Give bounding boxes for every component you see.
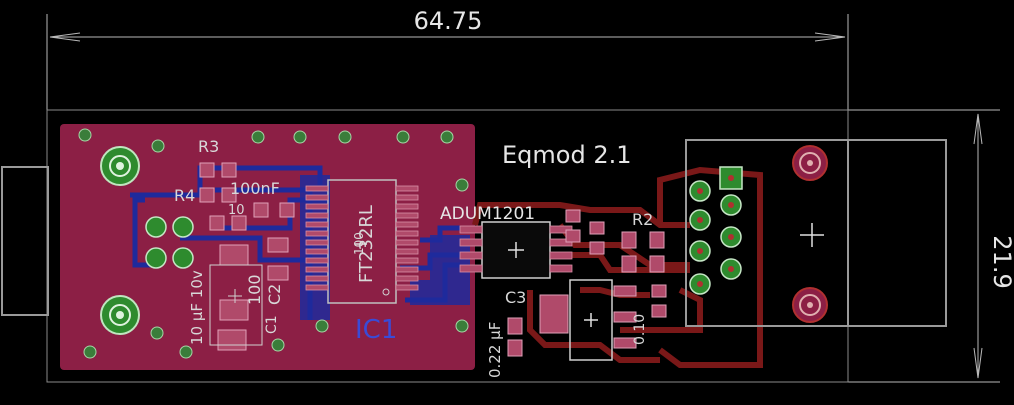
label-100-vertical: 100 [245, 274, 264, 305]
rj-connector [685, 139, 947, 327]
ft232-chip [305, 179, 419, 304]
usb-mounting-holes [100, 146, 140, 335]
label-010: 0.10 [632, 314, 648, 345]
rj-mounting-holes [792, 145, 828, 323]
width-dimension-label: 64.75 [414, 7, 483, 35]
label-r2: R2 [632, 210, 653, 229]
usb-data-pins [145, 216, 194, 269]
label-10-top: 10 [228, 203, 245, 218]
label-c3: C3 [505, 288, 526, 307]
smd-components [199, 162, 667, 357]
adum-chip [459, 221, 573, 279]
label-c1: C1 [264, 315, 280, 334]
cap-outlines [209, 264, 263, 346]
vias [78, 128, 469, 359]
adum-label: ADUM1201 [440, 204, 535, 224]
rj-header-pins [689, 166, 743, 295]
height-dimension-label: 21.9 [988, 235, 1014, 288]
ic1-label: IC1 [355, 315, 397, 345]
label-10uf: 10 µF 10v [188, 270, 206, 345]
label-c2: C2 [265, 284, 284, 305]
label-r4: R4 [174, 186, 195, 205]
usb-connector-outline [1, 166, 49, 316]
label-100nf: 100nF [230, 179, 280, 198]
board-title: Eqmod 2.1 [502, 141, 632, 169]
label-r3: R3 [198, 137, 219, 156]
blue-pour-region-2 [410, 235, 470, 305]
label-022uf: 0.22 µF [486, 322, 504, 378]
crosshair-right [800, 223, 824, 247]
blue-pour-region [300, 175, 330, 320]
regulator [539, 279, 637, 361]
